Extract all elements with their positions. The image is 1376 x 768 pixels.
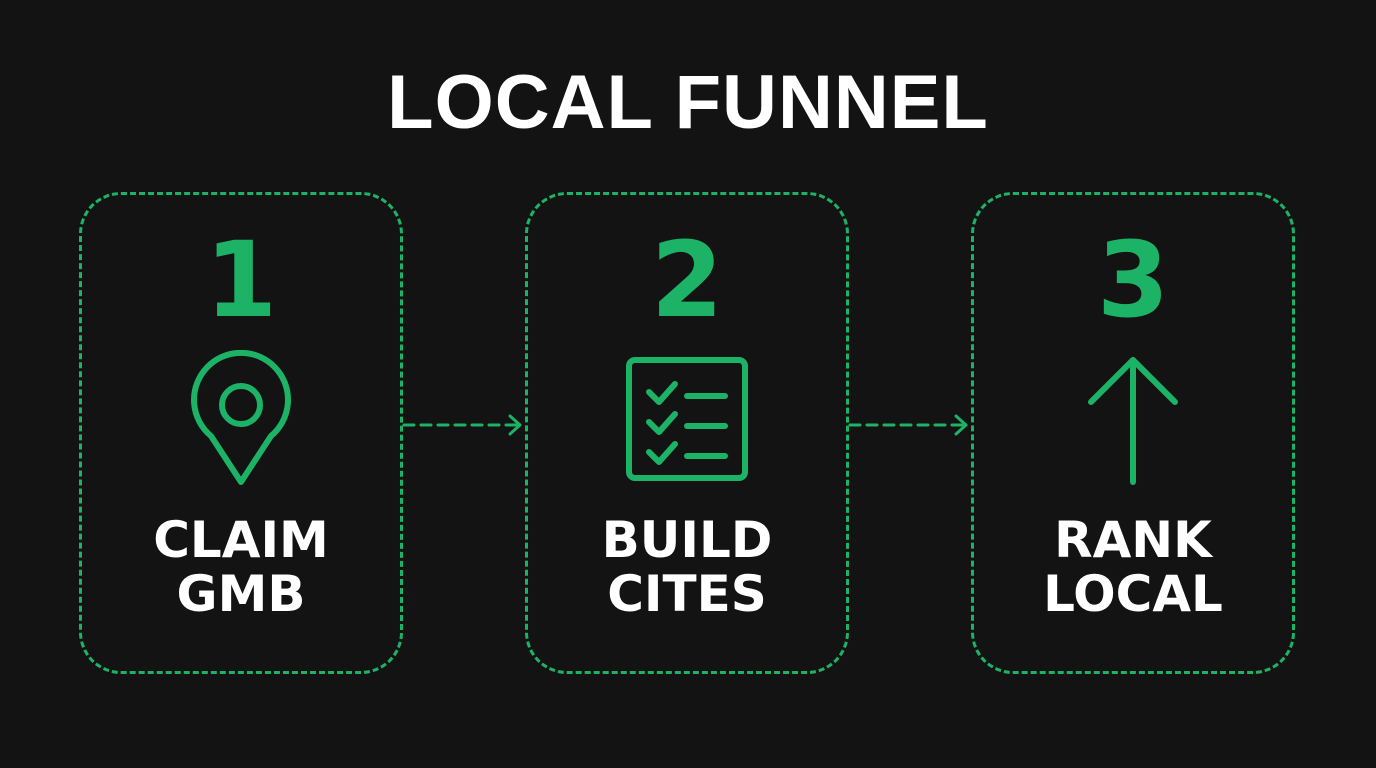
step-label-line2: CITES: [607, 565, 767, 623]
step-label: BUILD CITES: [528, 513, 846, 621]
arrow-up-icon: [1088, 357, 1178, 485]
step-number: 3: [1096, 219, 1170, 341]
map-pin-icon: [191, 350, 291, 485]
step-number: 2: [650, 219, 724, 341]
step-number: 1: [204, 219, 278, 341]
step-card-rank-local: 3 RANK LOCAL: [971, 192, 1295, 674]
arrow-right-icon: [402, 414, 522, 436]
step-label-line2: GMB: [176, 565, 306, 623]
diagram-title: LOCAL FUNNEL: [387, 60, 989, 145]
step-label: CLAIM GMB: [82, 513, 400, 621]
step-card-build-cites: 2 BUILD CITES: [525, 192, 849, 674]
step-label-line1: CLAIM: [153, 511, 329, 569]
step-label-line2: LOCAL: [1043, 565, 1223, 623]
step-label-line1: BUILD: [601, 511, 773, 569]
step-label: RANK LOCAL: [974, 513, 1292, 621]
step-card-claim-gmb: 1 CLAIM GMB: [79, 192, 403, 674]
checklist-icon: [626, 357, 748, 481]
arrow-right-icon: [848, 414, 968, 436]
step-label-line1: RANK: [1054, 511, 1212, 569]
